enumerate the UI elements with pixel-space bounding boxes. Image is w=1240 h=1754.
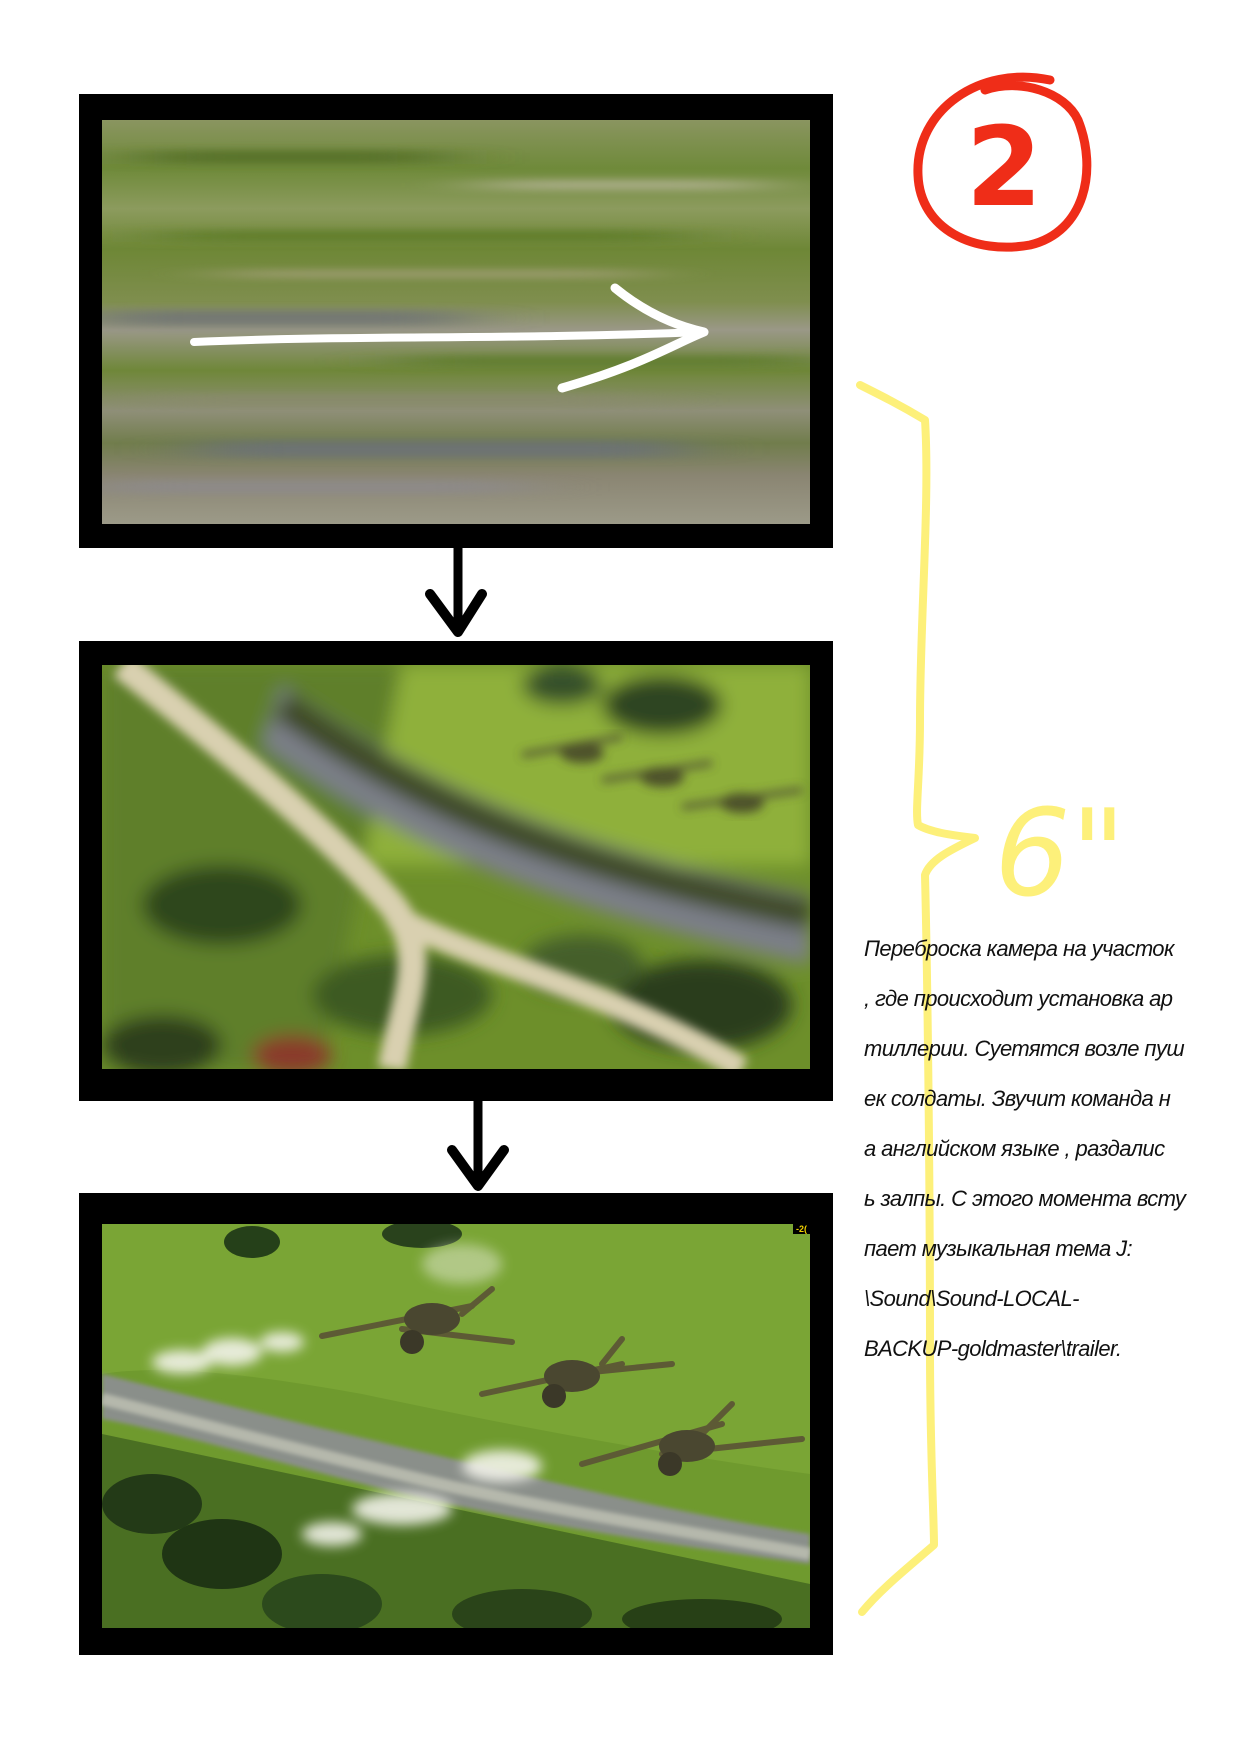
description-line: BACKUP-goldmaster\trailer. xyxy=(864,1336,1122,1361)
description-line: \Sound\Sound-LOCAL- xyxy=(864,1286,1079,1311)
scene-description: Переброска камера на участок , где проис… xyxy=(864,935,1204,1385)
description-line: , где происходит установка ар xyxy=(864,986,1173,1011)
description-line: пает музыкальная тема J: xyxy=(864,1236,1133,1261)
description-line: ек солдаты. Звучит команда н xyxy=(864,1086,1171,1111)
description-line: а английском языке , раздалис xyxy=(864,1136,1165,1161)
hud-indicator: -2( xyxy=(793,1224,810,1234)
description-line: ь залпы. С этого момента всту xyxy=(864,1186,1186,1211)
frame-2-image xyxy=(102,665,810,1069)
frame-3-image: -2( xyxy=(102,1224,810,1628)
duration-label: 6" xyxy=(994,785,1126,924)
frame-1-image xyxy=(102,120,810,524)
page-number: 2 xyxy=(966,103,1043,231)
right-arrow-annotation xyxy=(190,283,709,393)
description-line: Переброска камера на участок xyxy=(864,936,1174,961)
description-line: тиллерии. Суетятся возле пуш xyxy=(864,1036,1185,1061)
